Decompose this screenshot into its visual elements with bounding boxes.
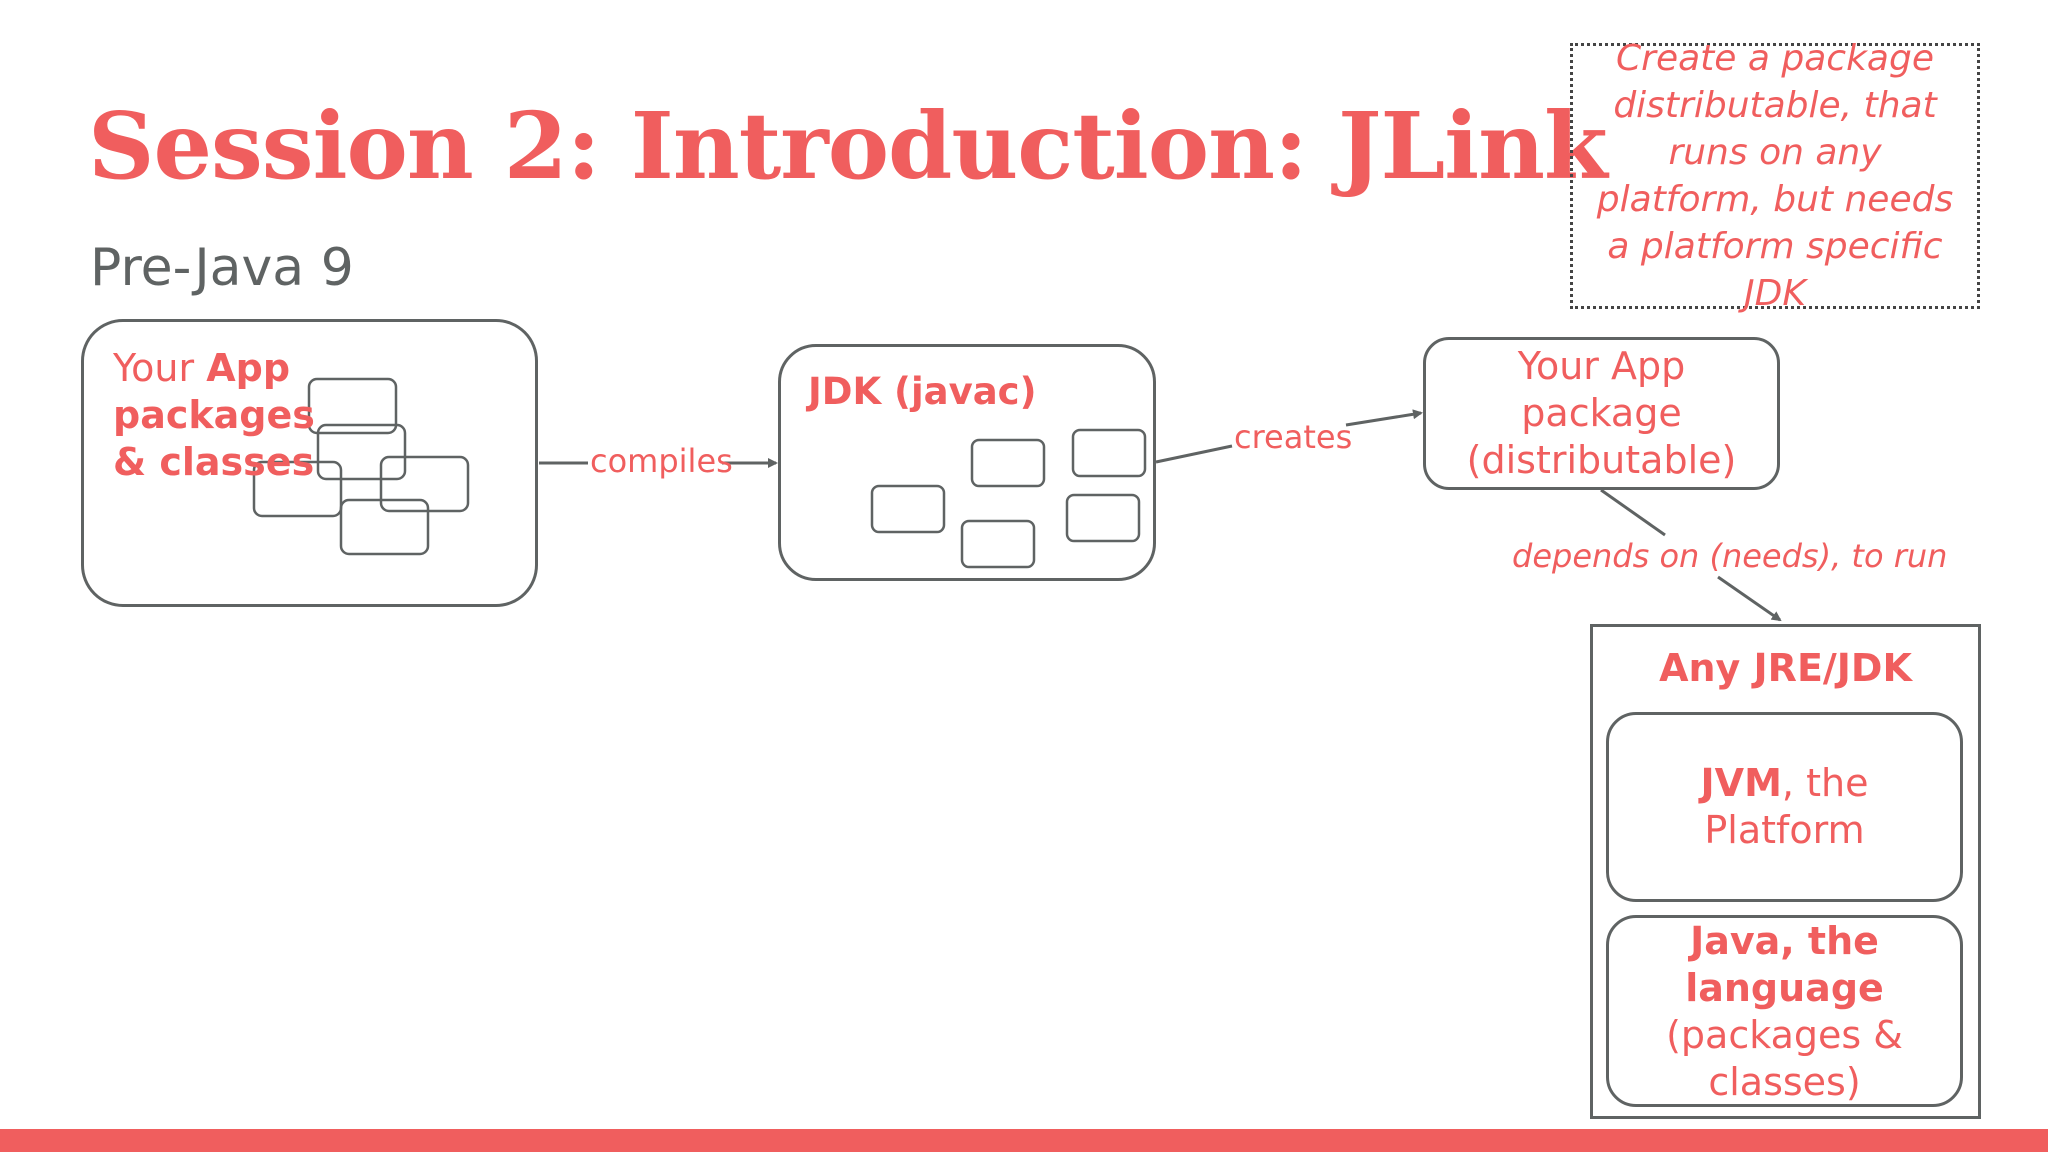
jvm-line2: Platform	[1704, 808, 1865, 852]
note-box: Create a package distributable, that run…	[1570, 38, 1980, 314]
slide-title: Session 2: Introduction: JLink	[88, 92, 1608, 200]
dist-line3: (distributable)	[1466, 438, 1737, 482]
jdk-rect	[870, 484, 946, 534]
dist-line1: Your App	[1517, 344, 1686, 388]
jre-title: Any JRE/JDK	[1659, 646, 1912, 690]
distributable-box	[1423, 337, 1780, 490]
depends-arrow	[1717, 575, 1782, 622]
jvm-box	[1606, 712, 1963, 902]
slide-subtitle: Pre-Java 9	[90, 238, 354, 298]
app-label-line2: packages	[113, 393, 315, 437]
jdk-class-rects	[870, 428, 1147, 569]
depends-line-top	[1600, 488, 1666, 537]
bottom-accent-bar	[0, 1129, 2048, 1152]
class-rect	[316, 423, 407, 481]
lang-line1: Java, the	[1690, 919, 1879, 963]
compiles-label: compiles	[590, 442, 733, 480]
dist-line2: package	[1521, 391, 1682, 435]
app-label-prefix: Your	[113, 346, 207, 390]
jdk-label: JDK (javac)	[808, 370, 1037, 413]
creates-label: creates	[1234, 418, 1353, 456]
app-class-rects	[252, 377, 470, 556]
jdk-rect	[970, 438, 1046, 488]
creates-arrow	[1345, 409, 1423, 427]
app-packages-label: Your App packages & classes	[113, 345, 315, 486]
creates-line-left	[1155, 444, 1233, 464]
jdk-rect	[1071, 428, 1147, 478]
class-rect	[379, 455, 470, 513]
jdk-rect	[1065, 493, 1141, 543]
jvm-label: JVM, the Platform	[1606, 760, 1963, 854]
lang-line4: classes)	[1708, 1060, 1861, 1104]
app-label-bold: App	[206, 346, 291, 390]
jre-jdk-box	[1590, 624, 1981, 1119]
class-rect	[307, 377, 398, 435]
jvm-rest: , the	[1781, 761, 1869, 805]
class-rect	[339, 498, 430, 556]
lang-line3: (packages &	[1666, 1013, 1903, 1057]
jvm-bold: JVM	[1700, 761, 1782, 805]
distributable-label: Your App package (distributable)	[1423, 343, 1780, 484]
depends-label: depends on (needs), to run	[1512, 537, 1948, 575]
java-language-box	[1606, 915, 1963, 1107]
lang-line2: language	[1685, 966, 1884, 1010]
class-rect	[252, 460, 343, 518]
java-language-label: Java, the language (packages & classes)	[1606, 918, 1963, 1106]
note-text: Create a package distributable, that run…	[1596, 38, 1954, 314]
jdk-rect	[960, 519, 1036, 569]
app-label-line3: & classes	[113, 440, 315, 484]
